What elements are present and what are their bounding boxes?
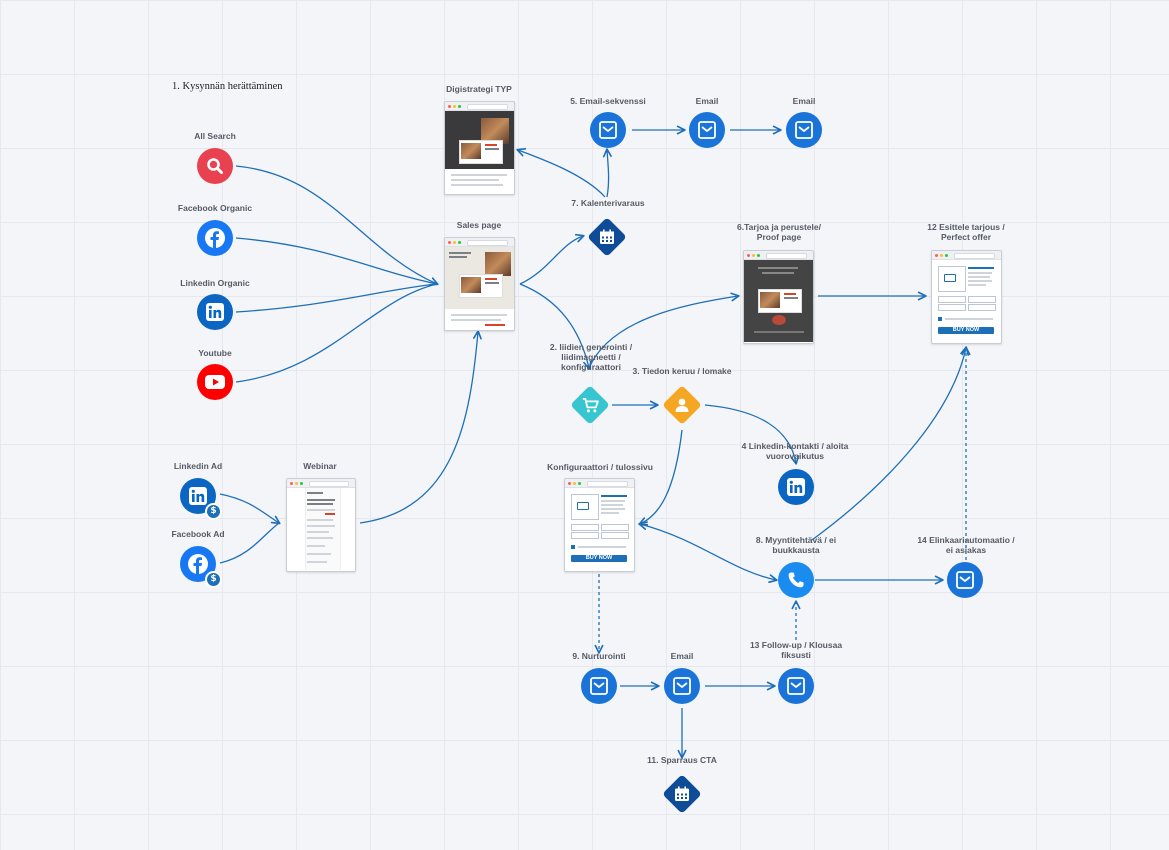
email-icon xyxy=(673,677,691,695)
label-lead-gen: 2. liidien generointi / liidimagneetti /… xyxy=(549,342,633,372)
sales-task-phone-node[interactable] xyxy=(778,562,814,598)
label-nurturing: 9. Nurturointi xyxy=(572,651,626,661)
configurator-page[interactable]: BUY NOW xyxy=(564,478,635,572)
label-configurator: Konfiguraattori / tulossivu xyxy=(547,462,653,472)
label-digistrategi-typ: Digistrategi TYP xyxy=(446,84,512,94)
label-sales-page: Sales page xyxy=(456,220,502,230)
email-node-c[interactable] xyxy=(664,668,700,704)
user-icon xyxy=(675,398,689,412)
connector-youtube-sales xyxy=(235,283,438,383)
youtube-node[interactable] xyxy=(197,364,233,400)
email-icon xyxy=(795,121,813,139)
section-title: 1. Kysynnän herättäminen xyxy=(172,81,283,92)
connector-sales-calendar xyxy=(519,233,585,285)
label-youtube: Youtube xyxy=(198,348,232,358)
email-icon xyxy=(698,121,716,139)
calendar-icon xyxy=(600,229,614,244)
buy-now-button[interactable]: BUY NOW xyxy=(571,555,627,562)
dollar-icon: $ xyxy=(205,571,222,588)
lead-gen-cart-node[interactable] xyxy=(570,385,610,425)
label-sales-task: 8. Myyntitehtävä / ei buukkausta xyxy=(755,535,837,555)
sparraus-calendar-node[interactable] xyxy=(662,774,702,814)
linkedin-icon xyxy=(787,478,805,496)
connector-facebook-ad-webinar xyxy=(219,522,280,564)
connector-webinar-sales xyxy=(359,330,482,524)
connector-calendar-typ xyxy=(516,147,606,198)
calendar-icon xyxy=(675,786,689,801)
buy-now-button[interactable]: BUY NOW xyxy=(938,327,994,334)
youtube-icon xyxy=(205,375,225,389)
facebook-ad-node[interactable]: $ xyxy=(180,546,222,588)
connector-calendar-email xyxy=(602,148,612,198)
email-icon xyxy=(787,677,805,695)
label-lifecycle: 14 Elinkaariautomaatio / ei asiakas xyxy=(917,535,1015,555)
connector-configurator-phone xyxy=(638,521,778,584)
label-email-c: Email xyxy=(670,651,694,661)
lifecycle-email-node[interactable] xyxy=(947,562,983,598)
connector-linkedin-sales xyxy=(235,283,438,313)
connector-user-configurator xyxy=(638,429,683,526)
label-facebook-ad: Facebook Ad xyxy=(171,529,225,539)
label-sparraus: 11. Sparraus CTA xyxy=(647,755,717,765)
label-data-collection: 3. Tiedon keruu / lomake xyxy=(632,366,732,376)
email-node-a[interactable] xyxy=(689,112,725,148)
linkedin-ad-node[interactable]: $ xyxy=(180,478,222,520)
proof-page[interactable] xyxy=(743,250,814,344)
linkedin-organic-node[interactable] xyxy=(197,294,233,330)
linkedin-contact-node[interactable] xyxy=(778,469,814,505)
email-icon xyxy=(956,571,974,589)
sales-page[interactable] xyxy=(444,237,515,331)
connector-leadgen-proof xyxy=(588,292,740,369)
email-icon xyxy=(599,121,617,139)
email-icon xyxy=(590,677,608,695)
followup-email-node[interactable] xyxy=(778,668,814,704)
digistrategi-typ-page[interactable] xyxy=(444,101,515,195)
dollar-icon: $ xyxy=(205,503,222,520)
cart-icon xyxy=(582,397,599,412)
webinar-page[interactable] xyxy=(286,478,356,572)
search-icon xyxy=(207,158,223,174)
label-webinar: Webinar xyxy=(303,461,337,471)
data-collection-user-node[interactable] xyxy=(662,385,702,425)
label-followup: 13 Follow-up / Klousaa fiksusti xyxy=(749,640,843,660)
all-search-node[interactable] xyxy=(197,148,233,184)
facebook-organic-node[interactable] xyxy=(197,220,233,256)
label-linkedin-ad: Linkedin Ad xyxy=(173,461,223,471)
connector-user-linkedin xyxy=(704,404,800,465)
label-linkedin-contact: 4 Linkedin-kontakti / aloita vuorovaikut… xyxy=(741,441,849,461)
linkedin-icon xyxy=(189,487,207,505)
label-all-search: All Search xyxy=(194,131,236,141)
nurturing-email-node[interactable] xyxy=(581,668,617,704)
facebook-icon xyxy=(205,228,225,248)
connector-phone-offer xyxy=(811,346,969,541)
label-email-a: Email xyxy=(695,96,719,106)
email-node-b[interactable] xyxy=(786,112,822,148)
label-perfect-offer: 12 Esittele tarjous / Perfect offer xyxy=(927,222,1005,242)
connector-facebook-sales xyxy=(235,237,438,285)
label-offer-proof: 6.Tarjoa ja perustele/ Proof page xyxy=(737,222,821,242)
connector-search-sales xyxy=(235,165,439,286)
kalenterivaraus-node[interactable] xyxy=(587,217,627,257)
label-email-sequence: 5. Email-sekvenssi xyxy=(570,96,646,106)
connector-linkedin-ad-webinar xyxy=(219,493,281,525)
phone-icon xyxy=(788,572,804,588)
linkedin-icon xyxy=(206,303,224,321)
label-facebook-organic: Facebook Organic xyxy=(177,203,253,213)
label-kalenterivaraus: 7. Kalenterivaraus xyxy=(571,198,645,208)
email-sequence-node[interactable] xyxy=(590,112,626,148)
label-linkedin-organic: Linkedin Organic xyxy=(180,278,250,288)
connector-sales-leadgen xyxy=(519,283,592,370)
perfect-offer-page[interactable]: BUY NOW xyxy=(931,250,1002,344)
facebook-icon xyxy=(188,554,208,574)
label-email-b: Email xyxy=(792,96,816,106)
